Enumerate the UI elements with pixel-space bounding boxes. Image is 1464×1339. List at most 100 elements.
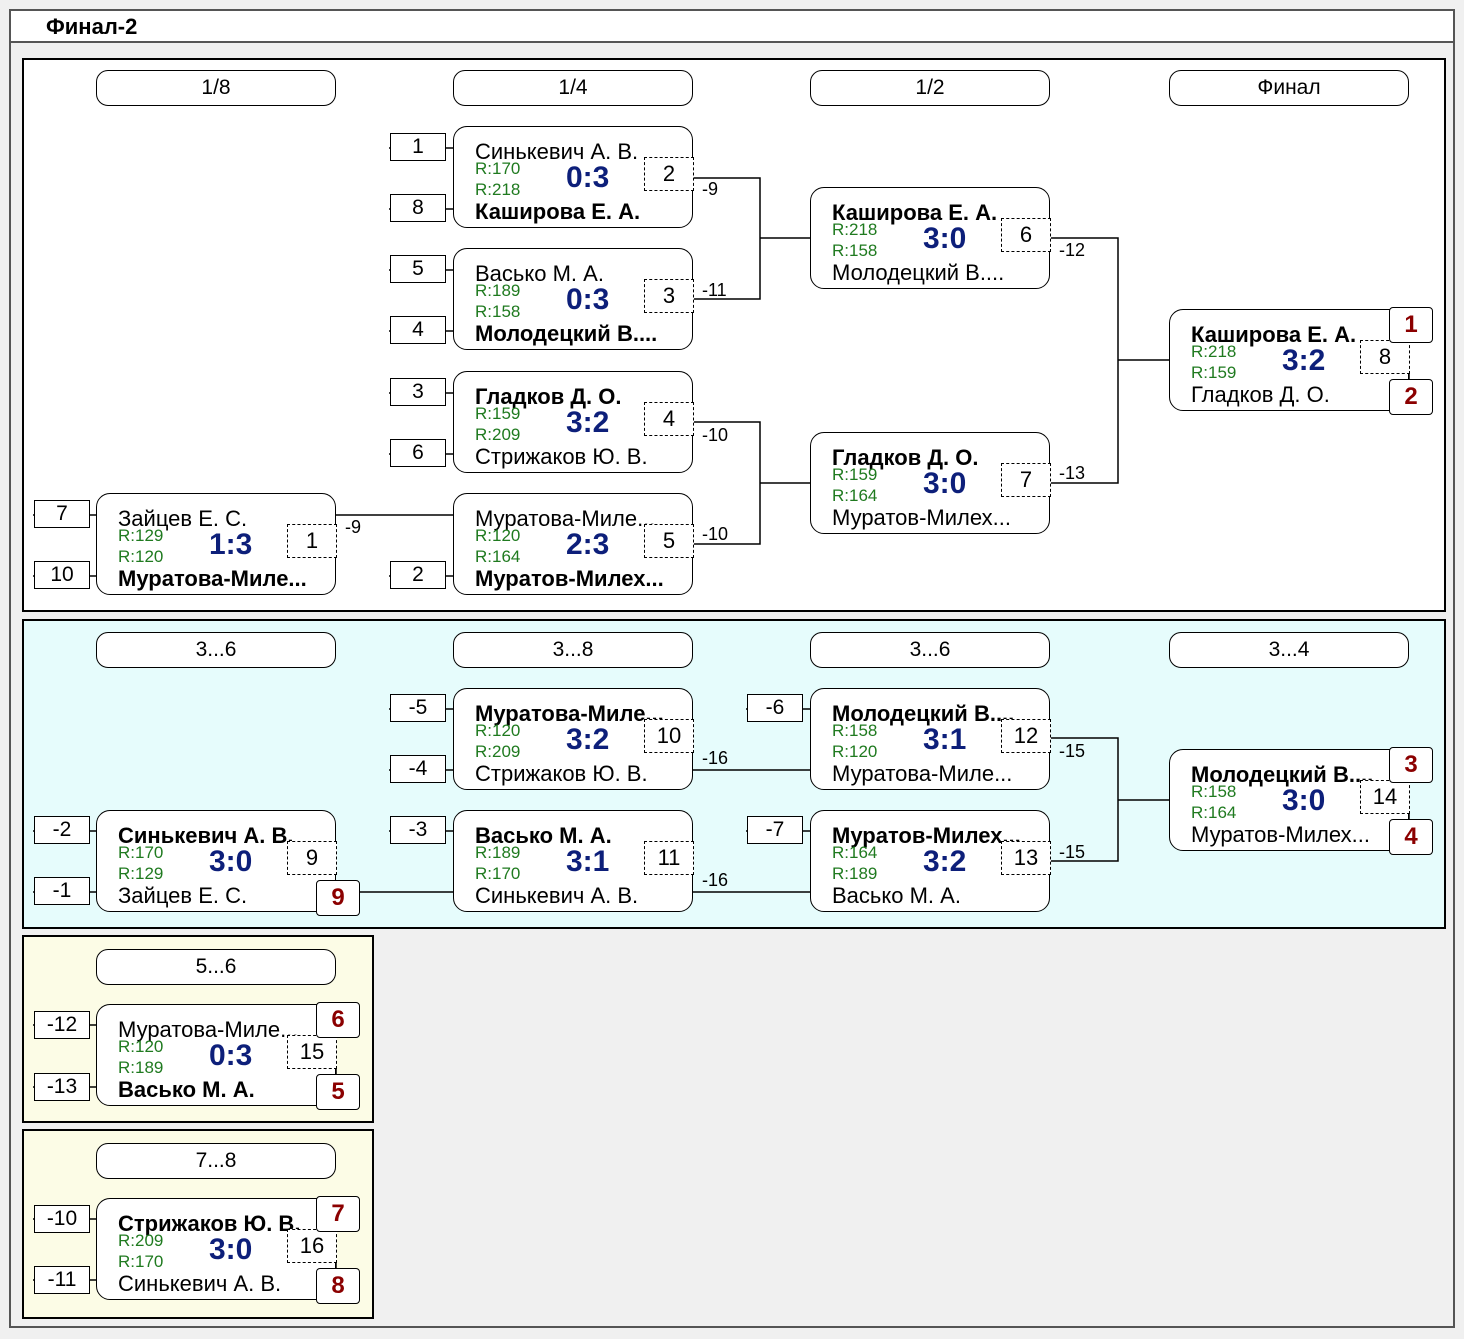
player-name: Гладков Д. О. bbox=[1191, 382, 1330, 407]
place-badge: 8 bbox=[316, 1268, 360, 1304]
loser-destination: -9 bbox=[345, 517, 362, 537]
match-card-final[interactable]: Молодецкий В.... R:158 3:0 14 R:164 Мура… bbox=[1169, 749, 1410, 851]
match-score: 3:0 bbox=[923, 467, 967, 500]
loser-destination: -16 bbox=[702, 748, 729, 768]
player-name: Муратова-Миле... bbox=[118, 1017, 299, 1042]
player-name-winner: Муратова-Миле... bbox=[118, 566, 307, 591]
seed-box: 7 bbox=[34, 500, 90, 528]
match-score: 3:2 bbox=[1282, 344, 1326, 377]
player-rating: R:164 bbox=[832, 843, 878, 862]
player-name-winner: Васько М. А. bbox=[118, 1077, 255, 1102]
match-card[interactable]: Синькевич А. В. R:170 0:3 2 R:218 Каширо… bbox=[453, 126, 694, 228]
seed-box: 8 bbox=[390, 194, 446, 222]
match-score: 3:2 bbox=[566, 406, 610, 439]
page-title: Финал-2 bbox=[46, 14, 138, 39]
seed-box: -4 bbox=[390, 755, 446, 783]
round-header: 5...6 bbox=[96, 949, 336, 985]
match-card[interactable]: Стрижаков Ю. В. R:209 3:0 16 R:170 Синьк… bbox=[96, 1198, 337, 1300]
loser-destination: -15 bbox=[1059, 842, 1086, 862]
match-card[interactable]: Муратова-Миле... R:120 3:2 10 R:209 Стри… bbox=[453, 688, 694, 790]
match-number: 14 bbox=[1360, 780, 1410, 814]
match-number: 16 bbox=[287, 1229, 337, 1263]
place-badge: 3 bbox=[1389, 747, 1433, 783]
match-number: 1 bbox=[287, 524, 337, 558]
player-rating: R:158 bbox=[475, 302, 521, 321]
match-number: 10 bbox=[644, 719, 694, 753]
match-card-final[interactable]: Каширова Е. А. R:218 3:2 8 R:159 Гладков… bbox=[1169, 309, 1410, 411]
match-score: 3:2 bbox=[923, 845, 967, 878]
match-score: 1:3 bbox=[209, 528, 253, 561]
player-name: Синькевич А. В. bbox=[118, 1271, 282, 1296]
player-rating: R:170 bbox=[475, 159, 521, 178]
seed-box: -7 bbox=[747, 816, 803, 844]
player-name-winner: Синькевич А. В. bbox=[118, 823, 294, 848]
match-card[interactable]: Молодецкий В.... R:158 3:1 12 R:120 Мура… bbox=[810, 688, 1051, 790]
match-card[interactable]: Синькевич А. В. R:170 3:0 9 R:129 Зайцев… bbox=[96, 810, 337, 912]
seed-box: 6 bbox=[390, 439, 446, 467]
match-number: 8 bbox=[1360, 340, 1410, 374]
match-score: 0:3 bbox=[566, 283, 610, 316]
match-number: 7 bbox=[1001, 463, 1051, 497]
player-rating: R:158 bbox=[1191, 782, 1237, 801]
player-name: Стрижаков Ю. В. bbox=[475, 444, 648, 469]
loser-destination: -13 bbox=[1059, 463, 1086, 483]
match-card[interactable]: Гладков Д. О. R:159 3:0 7 R:164 Муратов-… bbox=[810, 432, 1051, 534]
match-card[interactable]: Васько М. А. R:189 3:1 11 R:170 Синькеви… bbox=[453, 810, 694, 912]
player-name-winner: Молодецкий В.... bbox=[475, 321, 658, 346]
match-number: 3 bbox=[644, 279, 694, 313]
player-name: Синькевич А. В. bbox=[475, 139, 639, 164]
player-name: Синькевич А. В. bbox=[475, 883, 639, 908]
match-card[interactable]: Зайцев Е. С. R:129 1:3 1 R:120 Муратова-… bbox=[96, 493, 337, 595]
loser-destination: -10 bbox=[702, 425, 729, 445]
match-score: 3:0 bbox=[923, 222, 967, 255]
loser-destination: -12 bbox=[1059, 240, 1086, 260]
match-card[interactable]: Муратова-Миле... R:120 0:3 15 R:189 Вась… bbox=[96, 1004, 337, 1106]
player-name: Стрижаков Ю. В. bbox=[475, 761, 648, 786]
player-name: Муратова-Миле... bbox=[832, 761, 1013, 786]
player-rating: R:189 bbox=[475, 281, 521, 300]
player-rating: R:120 bbox=[118, 547, 164, 566]
round-header-1-2: 1/2 bbox=[810, 70, 1050, 106]
round-header-final: Финал bbox=[1169, 70, 1409, 106]
match-card[interactable]: Муратов-Милех... R:164 3:2 13 R:189 Вась… bbox=[810, 810, 1051, 912]
player-rating: R:164 bbox=[1191, 803, 1237, 822]
player-name-winner: Каширова Е. А. bbox=[1191, 322, 1357, 347]
player-name: Муратова-Миле... bbox=[475, 506, 656, 531]
round-header-1-4: 1/4 bbox=[453, 70, 693, 106]
match-score: 2:3 bbox=[566, 528, 610, 561]
player-rating: R:170 bbox=[118, 1252, 164, 1271]
match-card[interactable]: Каширова Е. А. R:218 3:0 6 R:158 Молодец… bbox=[810, 187, 1051, 289]
seed-box: 3 bbox=[390, 378, 446, 406]
player-rating: R:218 bbox=[1191, 342, 1237, 361]
player-name-winner: Молодецкий В.... bbox=[1191, 762, 1374, 787]
place-badge: 1 bbox=[1389, 307, 1433, 343]
match-card[interactable]: Васько М. А. R:189 0:3 3 R:158 Молодецки… bbox=[453, 248, 694, 350]
match-number: 12 bbox=[1001, 719, 1051, 753]
seed-box: 2 bbox=[390, 561, 446, 589]
player-name-winner: Муратов-Милех... bbox=[475, 566, 664, 591]
match-card[interactable]: Гладков Д. О. R:159 3:2 4 R:209 Стрижако… bbox=[453, 371, 694, 473]
match-score: 0:3 bbox=[566, 161, 610, 194]
round-header-1-8: 1/8 bbox=[96, 70, 336, 106]
player-rating: R:164 bbox=[475, 547, 521, 566]
player-rating: R:209 bbox=[475, 742, 521, 761]
seed-box: 1 bbox=[390, 133, 446, 161]
round-header: 3...6 bbox=[96, 632, 336, 668]
match-number: 5 bbox=[644, 524, 694, 558]
match-number: 2 bbox=[644, 157, 694, 191]
player-rating: R:120 bbox=[475, 526, 521, 545]
place-badge: 7 bbox=[316, 1196, 360, 1232]
loser-destination: -11 bbox=[702, 280, 727, 300]
match-card[interactable]: Муратова-Миле... R:120 2:3 5 R:164 Мурат… bbox=[453, 493, 694, 595]
match-number: 11 bbox=[644, 841, 694, 875]
seed-box: 5 bbox=[390, 255, 446, 283]
player-name: Зайцев Е. С. bbox=[118, 506, 248, 531]
player-name-winner: Муратова-Миле... bbox=[475, 701, 664, 726]
player-name-winner: Муратов-Милех... bbox=[832, 823, 1021, 848]
player-name-winner: Каширова Е. А. bbox=[832, 200, 998, 225]
seed-box: -2 bbox=[34, 816, 90, 844]
match-number: 6 bbox=[1001, 218, 1051, 252]
player-rating: R:120 bbox=[475, 721, 521, 740]
player-rating: R:218 bbox=[832, 220, 878, 239]
